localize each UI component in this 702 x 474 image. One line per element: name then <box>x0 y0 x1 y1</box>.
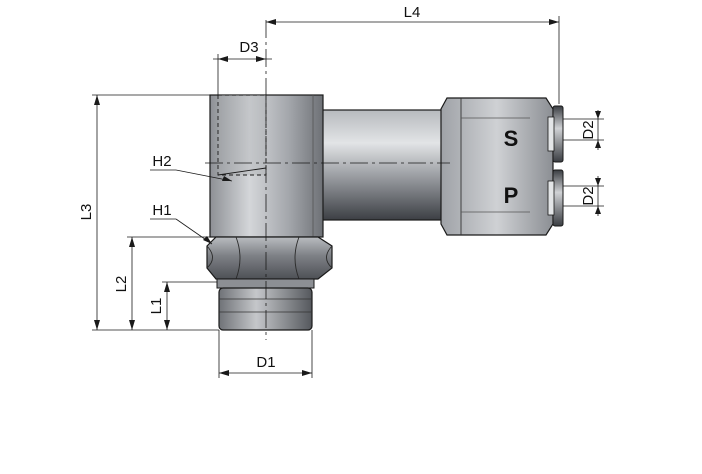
hex-nut-face-mid-right <box>294 236 300 280</box>
l4-label: L4 <box>404 4 421 21</box>
hex-nut-face-right <box>326 245 333 269</box>
l3-arrow-bottom <box>94 320 100 330</box>
d3-label: D3 <box>239 39 258 56</box>
collet-top <box>552 105 564 163</box>
d1-arrow-left <box>219 370 229 376</box>
d3-arrow-right <box>256 56 266 62</box>
l3-arrow-top <box>94 95 100 105</box>
h2-label: H2 <box>152 153 171 170</box>
l3-label: L3 <box>78 204 95 221</box>
h2-leader <box>175 169 233 182</box>
body-block <box>209 94 324 238</box>
h1-leader-arrow <box>203 236 212 244</box>
d2-top-arrow-1 <box>595 111 601 119</box>
l1-label: L1 <box>148 298 165 315</box>
connector-head <box>440 97 554 236</box>
tube-body <box>321 109 447 221</box>
collet-bottom <box>552 169 564 227</box>
hex-nut-face-mid-left <box>235 236 241 280</box>
d1-label: D1 <box>256 354 275 371</box>
l2-arrow-top <box>129 237 135 247</box>
stem-collar <box>216 278 315 289</box>
bore-tip <box>217 167 267 176</box>
h2-leader-arrow <box>222 176 232 181</box>
d2-bottom-arrow-1 <box>595 178 601 186</box>
d3-arrow-left <box>218 56 228 62</box>
collet-top-ring <box>547 116 555 152</box>
h1-label: H1 <box>152 202 171 219</box>
d1-arrow-right <box>302 370 312 376</box>
d2-bottom-arrow-2 <box>595 206 601 214</box>
l4-arrow-right <box>549 19 559 25</box>
d2-top-arrow-2 <box>595 140 601 148</box>
l2-arrow-bottom <box>129 320 135 330</box>
d2-top-label: D2 <box>580 120 597 139</box>
threaded-stem <box>218 287 313 331</box>
collet-bottom-ring <box>547 180 555 216</box>
l1-arrow-bottom <box>164 320 170 330</box>
hex-nut-face-left <box>206 245 213 269</box>
port-s-label: S <box>504 126 519 151</box>
head-cap-outline <box>461 117 530 213</box>
hex-nut <box>206 236 333 280</box>
port-p-label: P <box>504 183 519 208</box>
l1-arrow-top <box>164 282 170 292</box>
l2-label: L2 <box>113 276 130 293</box>
l4-arrow-left <box>266 19 276 25</box>
d3-bore <box>217 94 267 176</box>
d2-bottom-label: D2 <box>580 186 597 205</box>
